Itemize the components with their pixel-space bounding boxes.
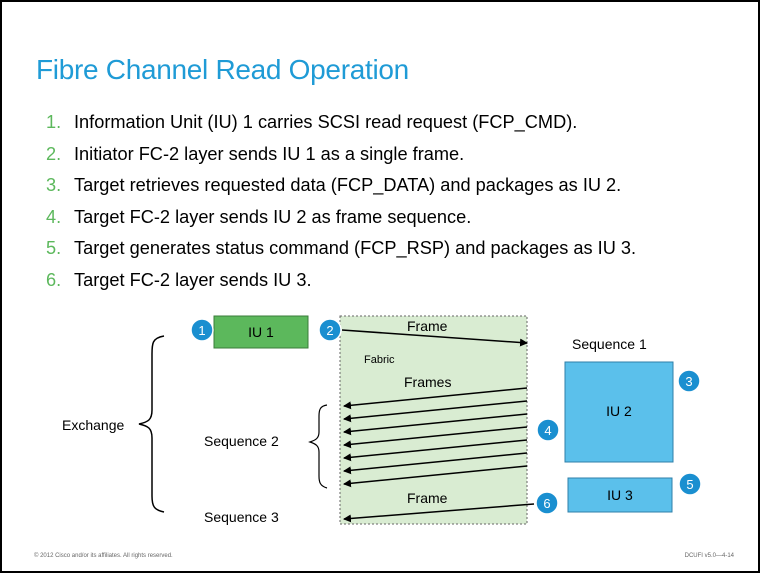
iu2-box xyxy=(564,361,674,463)
slide-title: Fibre Channel Read Operation xyxy=(36,54,409,85)
footer-course-code: DCUFI v5.0—4-14 xyxy=(684,553,734,559)
iu3-label: IU 3 xyxy=(607,487,633,503)
data-frame-arrow xyxy=(343,413,528,436)
frame-label-bottom: Frame xyxy=(407,490,448,506)
sequence2-label: Sequence 2 xyxy=(204,433,279,449)
fabric-label: Fabric xyxy=(364,354,395,366)
marker-number: 3 xyxy=(685,374,692,389)
step-number: 6. xyxy=(46,269,62,290)
step-item: 4. Target FC-2 layer sends IU 2 as frame … xyxy=(46,205,636,237)
step-marker-2: 2 xyxy=(318,318,342,342)
marker-number: 4 xyxy=(544,423,551,438)
iu1-box xyxy=(213,315,309,349)
fabric-area xyxy=(339,315,528,525)
step-marker-3: 3 xyxy=(677,369,701,393)
step-text: Target FC-2 layer sends IU 2 as frame se… xyxy=(74,206,472,227)
data-frame-arrow xyxy=(343,439,528,462)
marker-number: 1 xyxy=(198,323,205,338)
exchange-label: Exchange xyxy=(62,417,124,433)
step-item: 6. Target FC-2 layer sends IU 3. xyxy=(46,268,636,300)
step-number: 3. xyxy=(46,175,62,196)
step-marker-1: 1 xyxy=(190,318,214,342)
marker-number: 2 xyxy=(326,323,333,338)
frames-label: Frames xyxy=(404,374,451,390)
data-frame-arrow xyxy=(343,400,528,423)
steps-list: 1. Information Unit (IU) 1 carries SCSI r… xyxy=(46,110,636,300)
step-number: 5. xyxy=(46,238,62,259)
marker-number: 5 xyxy=(686,477,693,492)
data-frame-arrow xyxy=(343,426,528,449)
frame-label-top: Frame xyxy=(407,318,448,334)
sequence3-label: Sequence 3 xyxy=(204,509,279,525)
step-number: 1. xyxy=(46,112,62,132)
command-frame-arrow xyxy=(341,329,528,347)
data-frame-arrow xyxy=(343,465,528,488)
data-frame-arrow xyxy=(343,387,528,410)
iu2-label: IU 2 xyxy=(606,403,632,419)
step-number: 2. xyxy=(46,143,62,164)
step-text: Target generates status command (FCP_RSP… xyxy=(74,238,637,259)
step-marker-5: 5 xyxy=(678,472,702,496)
step-text: Target retrieves requested data (FCP_DAT… xyxy=(74,175,622,196)
step-text: Information Unit (IU) 1 carries SCSI rea… xyxy=(74,112,578,132)
data-frame-arrow xyxy=(343,452,528,475)
step-marker-6: 6 xyxy=(535,491,559,515)
step-text: Initiator FC-2 layer sends IU 1 as a sin… xyxy=(74,143,465,164)
status-frame-arrow xyxy=(343,503,535,523)
step-text: Target FC-2 layer sends IU 3. xyxy=(74,269,312,290)
sequence1-label: Sequence 1 xyxy=(572,336,647,352)
marker-number: 6 xyxy=(543,496,550,511)
step-item: 2. Initiator FC-2 layer sends IU 1 as a s… xyxy=(46,142,636,174)
exchange-brace xyxy=(138,335,165,513)
footer-copyright: © 2012 Cisco and/or its affiliates. All … xyxy=(34,553,173,559)
step-number: 4. xyxy=(46,206,62,227)
iu3-box xyxy=(567,477,673,513)
step-marker-4: 4 xyxy=(536,418,560,442)
step-item: 1. Information Unit (IU) 1 carries SCSI r… xyxy=(46,110,636,142)
step-item: 3. Target retrieves requested data (FCP_D… xyxy=(46,173,636,205)
sequence2-brace xyxy=(308,404,328,489)
iu1-label: IU 1 xyxy=(248,324,274,340)
step-item: 5. Target generates status command (FCP_R… xyxy=(46,236,636,268)
